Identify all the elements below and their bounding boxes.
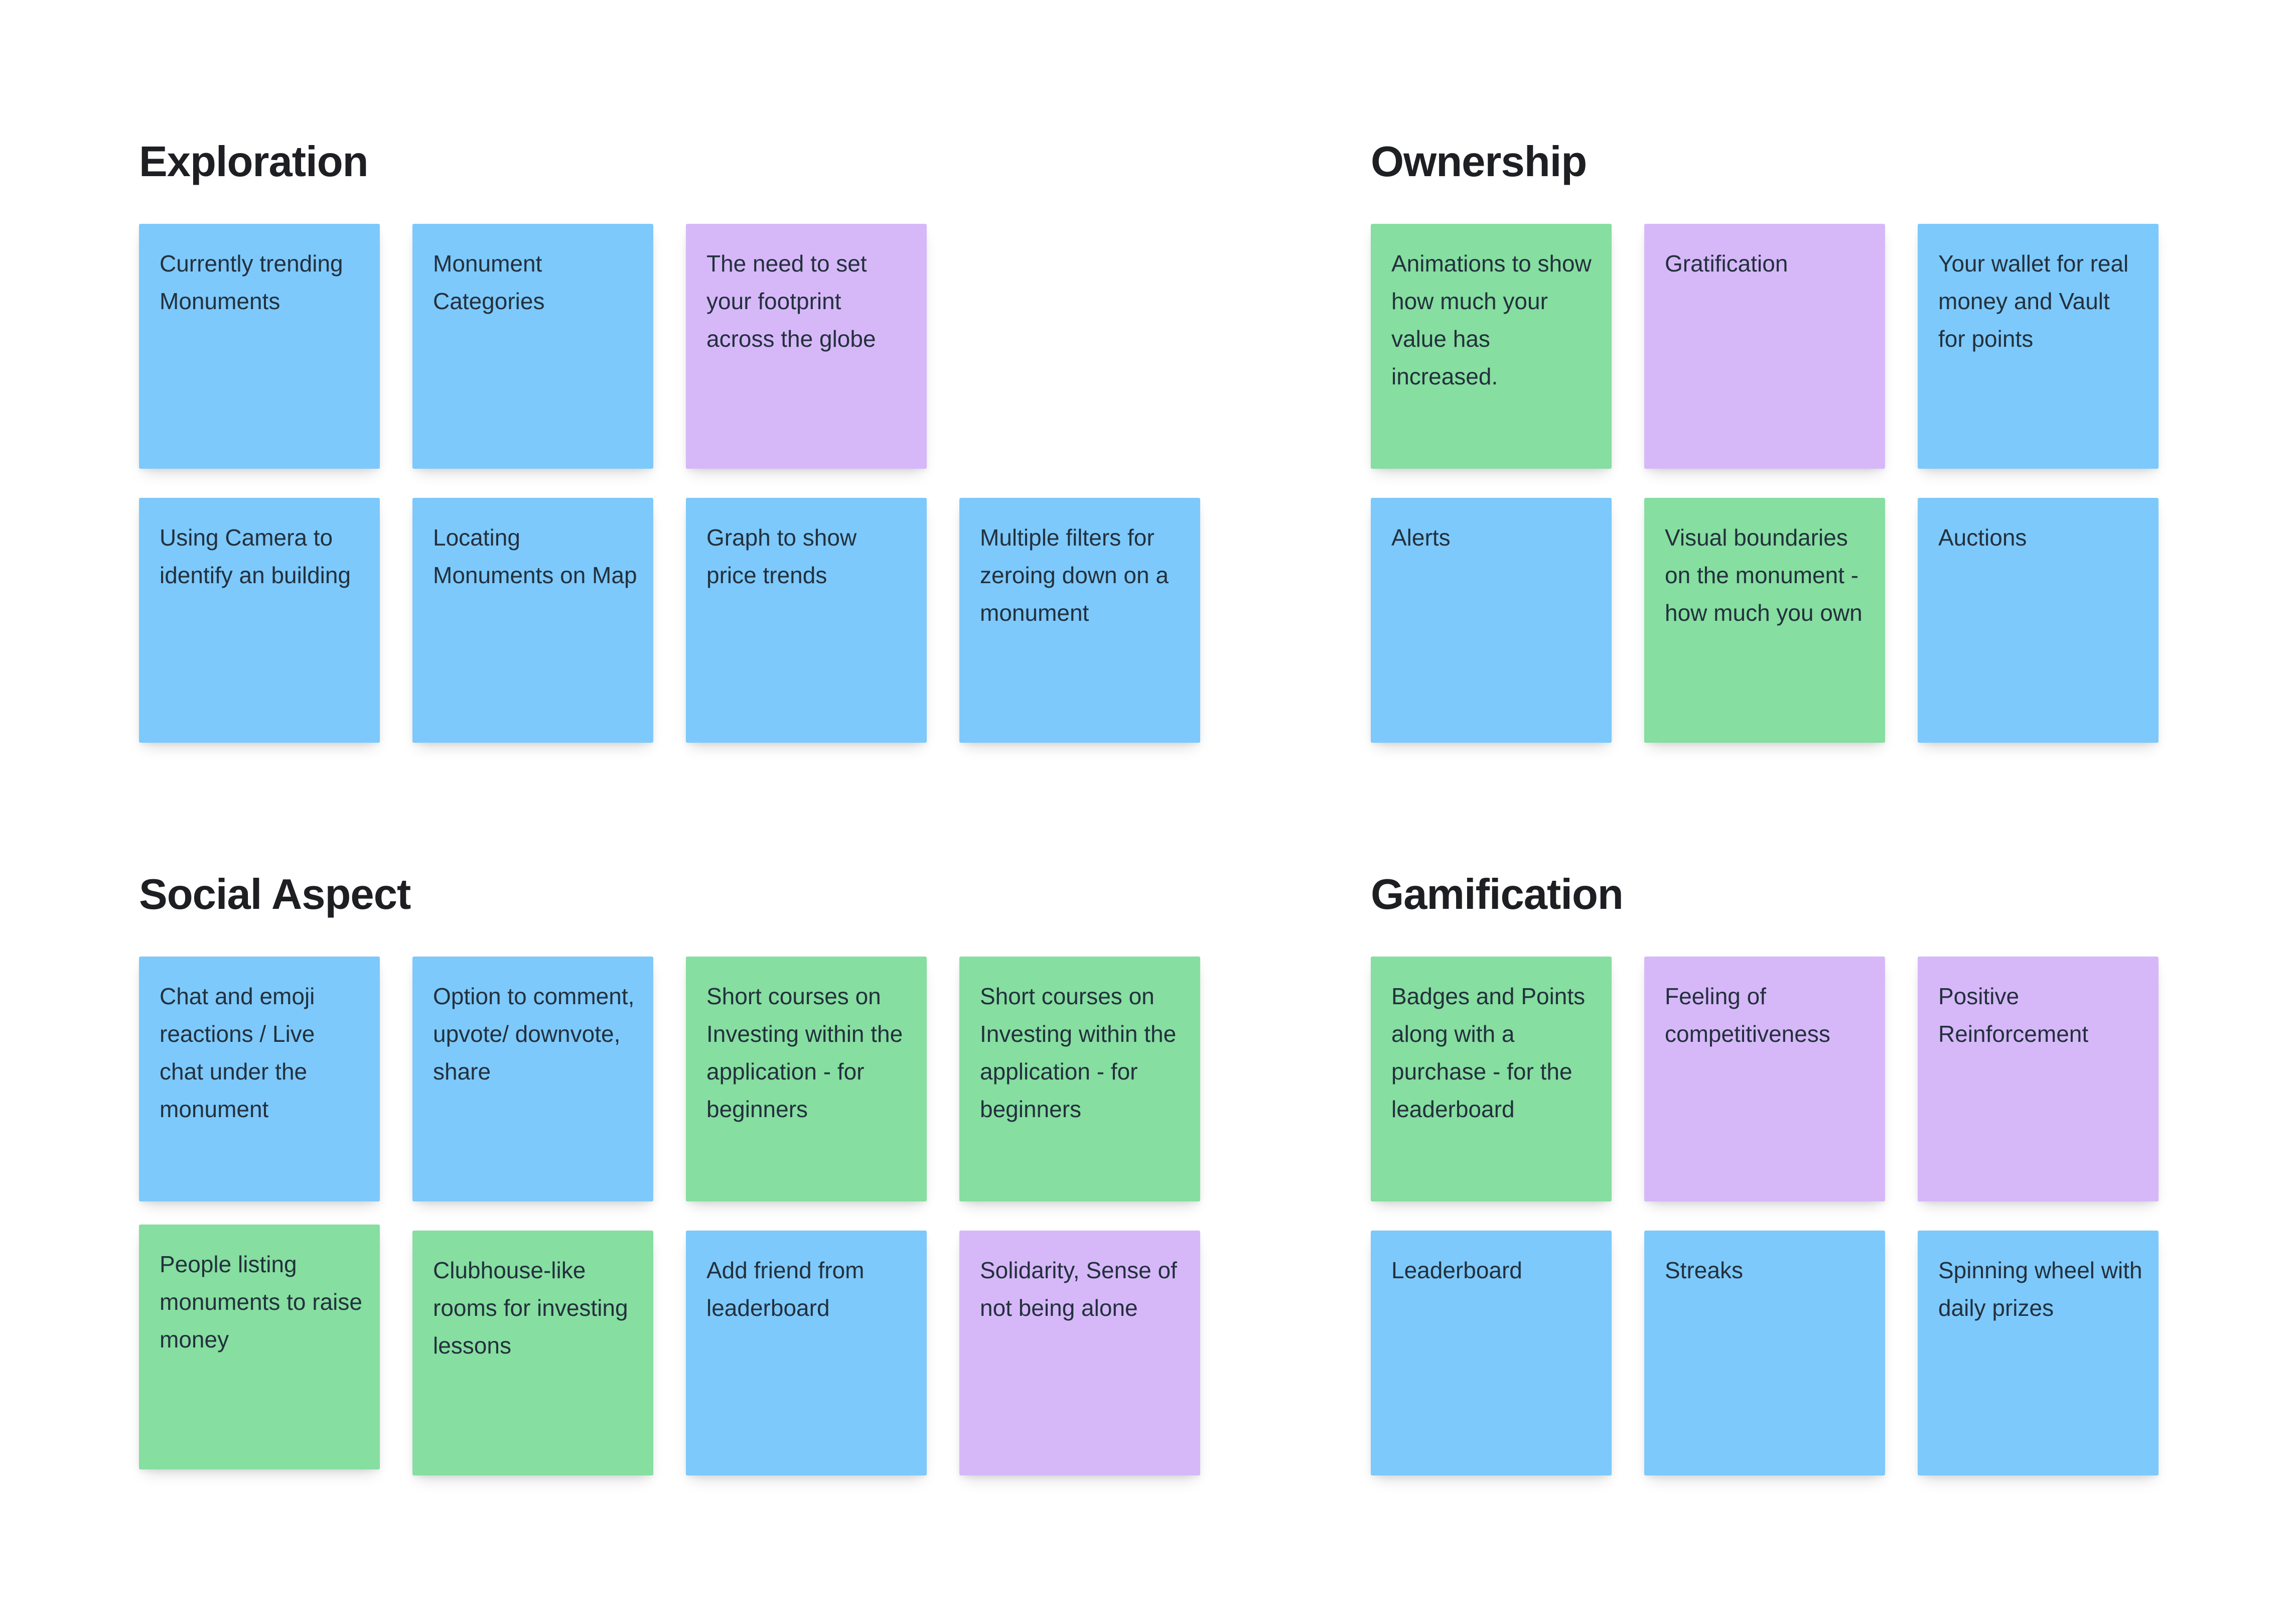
section-ownership: Ownership Animations to show how much yo… [1371, 138, 2159, 743]
sticky-note-text: Solidarity, Sense of not being alone [980, 1257, 1177, 1321]
sticky-note[interactable]: Graph to show price trends [686, 498, 927, 743]
note-row: Animations to show how much your value h… [1371, 224, 2159, 469]
note-row: Using Camera to identify an building Loc… [139, 498, 1200, 743]
sticky-note[interactable]: Using Camera to identify an building [139, 498, 380, 743]
sticky-note[interactable]: Short courses on Investing within the ap… [959, 957, 1200, 1201]
sticky-note[interactable]: The need to set your footprint across th… [686, 224, 927, 469]
sticky-note[interactable]: People listing monuments to raise money [139, 1225, 380, 1469]
sticky-note[interactable]: Leaderboard [1371, 1231, 1612, 1475]
sticky-note[interactable]: Currently trending Monuments [139, 224, 380, 469]
sticky-note-text: Multiple filters for zeroing down on a m… [980, 524, 1169, 626]
sticky-note[interactable]: Chat and emoji reactions / Live chat und… [139, 957, 380, 1201]
sticky-note-text: Short courses on Investing within the ap… [980, 983, 1177, 1122]
sticky-note[interactable]: Multiple filters for zeroing down on a m… [959, 498, 1200, 743]
sticky-note-text: Locating Monuments on Map [433, 524, 637, 588]
sticky-note[interactable]: Auctions [1918, 498, 2159, 743]
sticky-note[interactable]: Option to comment, upvote/ downvote, sha… [412, 957, 653, 1201]
sticky-note[interactable]: Short courses on Investing within the ap… [686, 957, 927, 1201]
sticky-note-text: Your wallet for real money and Vault for… [1938, 250, 2129, 352]
sticky-note[interactable]: Clubhouse-like rooms for investing lesso… [412, 1231, 653, 1475]
sticky-note[interactable]: Streaks [1644, 1231, 1885, 1475]
sticky-note-text: Positive Reinforcement [1938, 983, 2089, 1047]
sticky-note[interactable]: Add friend from leaderboard [686, 1231, 927, 1475]
sticky-note[interactable]: Alerts [1371, 498, 1612, 743]
sticky-note-text: The need to set your footprint across th… [706, 250, 876, 352]
sticky-note-text: Clubhouse-like rooms for investing lesso… [433, 1257, 628, 1359]
note-row: Currently trending Monuments Monument Ca… [139, 224, 927, 469]
sticky-note-text: Chat and emoji reactions / Live chat und… [160, 983, 315, 1122]
section-title-exploration: Exploration [139, 138, 369, 186]
sticky-note-text: Using Camera to identify an building [160, 524, 351, 588]
sticky-note[interactable]: Locating Monuments on Map [412, 498, 653, 743]
sticky-note-text: Feeling of competitiveness [1665, 983, 1830, 1047]
sticky-note-text: Option to comment, upvote/ downvote, sha… [433, 983, 635, 1085]
sticky-note-text: Add friend from leaderboard [706, 1257, 865, 1321]
sticky-note[interactable]: Monument Categories [412, 224, 653, 469]
sticky-note[interactable]: Visual boundaries on the monument - how … [1644, 498, 1885, 743]
sticky-note-text: Alerts [1391, 524, 1451, 551]
note-row: Leaderboard Streaks Spinning wheel with … [1371, 1231, 2159, 1475]
sticky-note[interactable]: Your wallet for real money and Vault for… [1918, 224, 2159, 469]
note-row: Alerts Visual boundaries on the monument… [1371, 498, 2159, 743]
sticky-note-text: Badges and Points along with a purchase … [1391, 983, 1586, 1122]
section-title-ownership: Ownership [1371, 138, 1587, 186]
sticky-note-text: Streaks [1665, 1257, 1743, 1283]
sticky-note-text: People listing monuments to raise money [160, 1251, 362, 1352]
sticky-note-text: Monument Categories [433, 250, 545, 314]
sticky-note-text: Short courses on Investing within the ap… [706, 983, 903, 1122]
sticky-note[interactable]: Animations to show how much your value h… [1371, 224, 1612, 469]
note-row: Badges and Points along with a purchase … [1371, 957, 2159, 1201]
section-gamification: Gamification Badges and Points along wit… [1371, 871, 2159, 1475]
note-row: People listing monuments to raise money … [139, 1225, 1200, 1475]
section-title-gamification: Gamification [1371, 871, 1624, 918]
sticky-note[interactable]: Gratification [1644, 224, 1885, 469]
sticky-note-text: Leaderboard [1391, 1257, 1522, 1283]
sticky-note[interactable]: Positive Reinforcement [1918, 957, 2159, 1201]
sticky-note[interactable]: Solidarity, Sense of not being alone [959, 1231, 1200, 1475]
sticky-note-text: Currently trending Monuments [160, 250, 343, 314]
sticky-note-text: Spinning wheel with daily prizes [1938, 1257, 2142, 1321]
sticky-note-text: Animations to show how much your value h… [1391, 250, 1592, 389]
sticky-note[interactable]: Badges and Points along with a purchase … [1371, 957, 1612, 1201]
sticky-note[interactable]: Feeling of competitiveness [1644, 957, 1885, 1201]
section-exploration: Exploration Currently trending Monuments… [139, 138, 1200, 743]
sticky-note[interactable]: Spinning wheel with daily prizes [1918, 1231, 2159, 1475]
section-title-social-aspect: Social Aspect [139, 871, 411, 918]
sticky-note-text: Gratification [1665, 250, 1788, 277]
sticky-note-text: Graph to show price trends [706, 524, 857, 588]
section-social-aspect: Social Aspect Chat and emoji reactions /… [139, 871, 1200, 1475]
sticky-note-text: Auctions [1938, 524, 2027, 551]
note-row: Chat and emoji reactions / Live chat und… [139, 957, 1200, 1201]
sticky-note-text: Visual boundaries on the monument - how … [1665, 524, 1862, 626]
